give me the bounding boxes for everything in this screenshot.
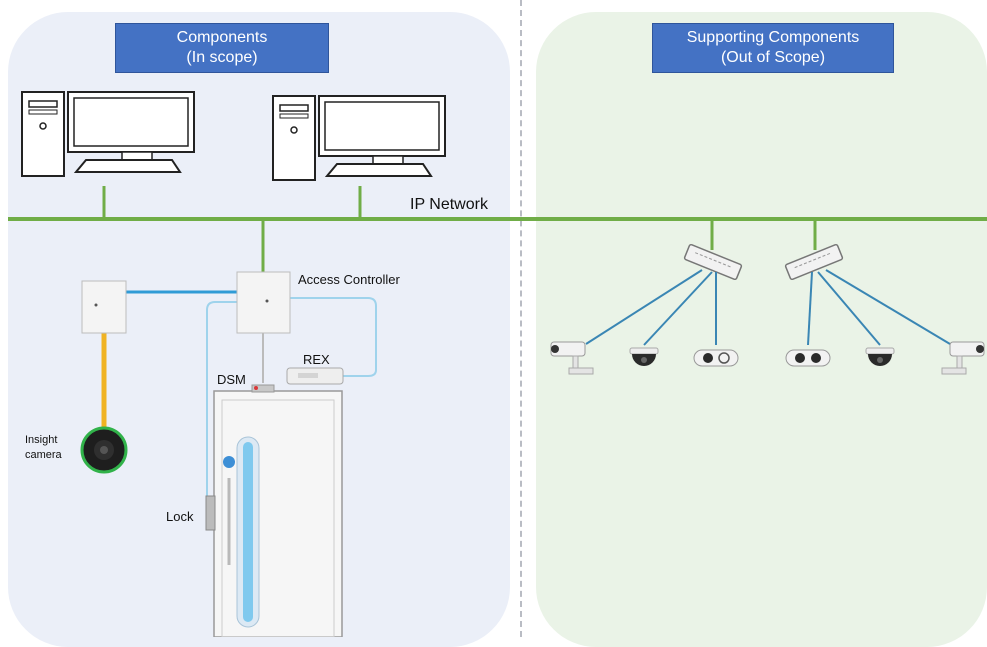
out-of-scope-header-line2: (Out of Scope) bbox=[720, 49, 826, 66]
bullet-camera-icon bbox=[941, 341, 985, 375]
scope-divider bbox=[520, 0, 522, 637]
dome-camera-icon bbox=[785, 349, 831, 367]
dome-camera-icon bbox=[865, 347, 895, 366]
dsm-label: DSM bbox=[217, 372, 246, 387]
out-of-scope-header-line1: Supporting Components bbox=[686, 29, 860, 46]
in-scope-header-line2: (In scope) bbox=[186, 49, 258, 66]
insight-camera-label-line2: camera bbox=[25, 449, 62, 461]
out-of-scope-panel bbox=[536, 12, 987, 647]
controller-box-icon bbox=[81, 280, 127, 334]
network-switch-icon bbox=[683, 243, 743, 281]
bullet-camera-icon bbox=[550, 341, 594, 375]
rex-sensor-icon bbox=[286, 367, 344, 385]
insight-camera-label: Insight camera bbox=[25, 433, 62, 463]
rex-wire bbox=[290, 297, 377, 377]
lock-wire bbox=[206, 301, 237, 496]
desktop-computer-icon bbox=[21, 91, 195, 177]
door-icon bbox=[205, 384, 343, 637]
dome-camera-icon bbox=[693, 349, 739, 367]
access-controller-label: Access Controller bbox=[298, 272, 400, 287]
network-switch-icon bbox=[784, 243, 844, 281]
controller-box-icon bbox=[236, 271, 291, 334]
switch-camera-links bbox=[585, 269, 951, 346]
in-scope-header: Components (In scope) bbox=[115, 23, 329, 73]
rex-label: REX bbox=[303, 352, 330, 367]
desktop-computer-icon bbox=[272, 95, 446, 181]
in-scope-header-line1: Components bbox=[176, 29, 268, 46]
lock-label: Lock bbox=[166, 509, 194, 524]
insight-camera-icon bbox=[80, 426, 128, 474]
ip-network-label: IP Network bbox=[410, 196, 488, 213]
out-of-scope-header: Supporting Components (Out of Scope) bbox=[652, 23, 894, 73]
insight-camera-label-line1: Insight bbox=[25, 434, 58, 446]
dome-camera-icon bbox=[629, 347, 659, 366]
